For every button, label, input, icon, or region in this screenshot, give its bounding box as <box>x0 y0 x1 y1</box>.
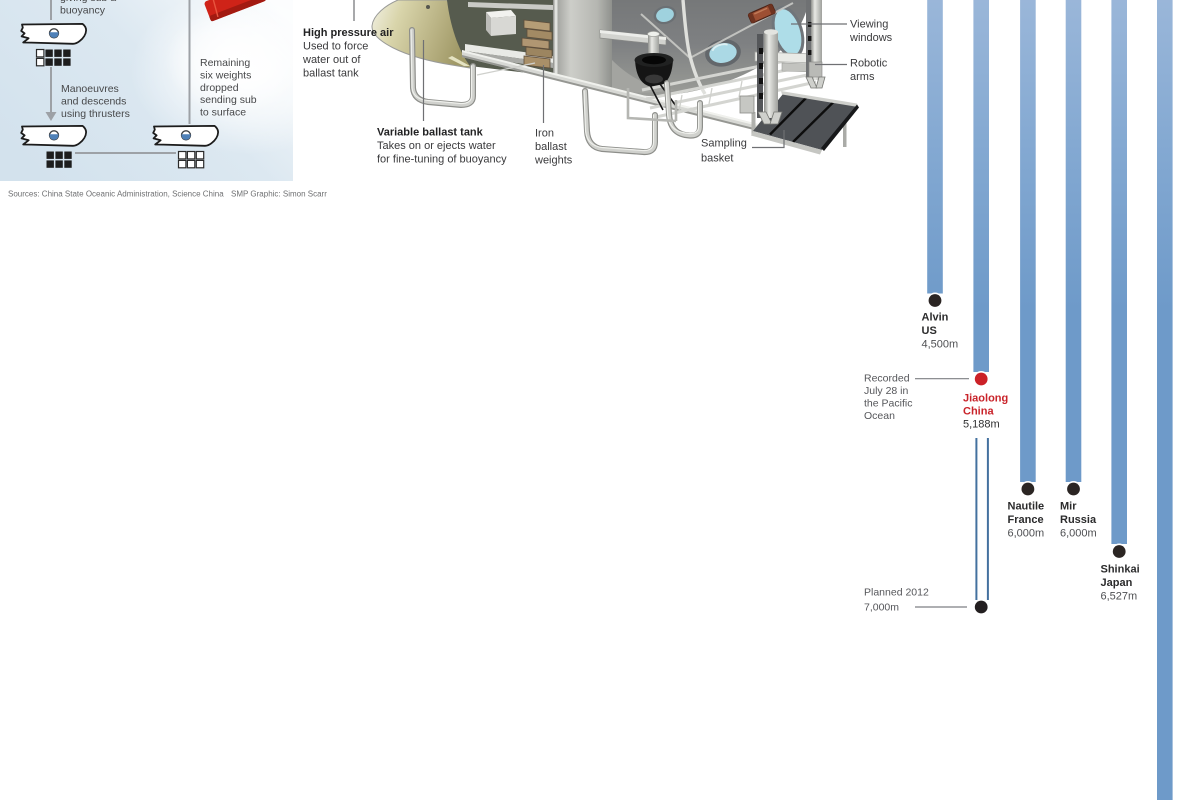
svg-text:US: US <box>922 325 937 337</box>
svg-text:giving sub a: giving sub a <box>60 0 116 4</box>
svg-text:Jiaolong: Jiaolong <box>963 393 1008 405</box>
svg-text:Takes on or ejects water: Takes on or ejects water <box>377 140 496 152</box>
svg-text:Sampling: Sampling <box>701 138 747 150</box>
svg-text:buoyancy: buoyancy <box>60 5 106 17</box>
svg-text:High pressure air: High pressure air <box>303 27 394 39</box>
svg-text:Shinkai: Shinkai <box>1101 564 1140 576</box>
svg-text:France: France <box>1008 514 1044 526</box>
svg-text:water out of: water out of <box>302 54 361 66</box>
svg-text:6,000m: 6,000m <box>1008 528 1045 540</box>
svg-text:Alvin: Alvin <box>922 312 949 324</box>
svg-text:Viewing: Viewing <box>850 19 888 31</box>
svg-text:7,000m: 7,000m <box>864 602 899 614</box>
svg-text:China: China <box>963 406 994 418</box>
svg-text:July 28 in: July 28 in <box>864 385 909 397</box>
svg-text:to surface: to surface <box>200 107 246 119</box>
svg-text:Planned 2012: Planned 2012 <box>864 587 929 599</box>
svg-text:six weights: six weights <box>200 69 251 81</box>
svg-text:6,000m: 6,000m <box>1060 528 1097 540</box>
svg-text:Russia: Russia <box>1060 514 1097 526</box>
svg-text:ballast: ballast <box>535 141 567 153</box>
svg-text:for fine-tuning of buoyancy: for fine-tuning of buoyancy <box>377 154 507 166</box>
svg-text:Iron: Iron <box>535 128 554 140</box>
svg-text:Recorded: Recorded <box>864 373 910 385</box>
svg-text:Japan: Japan <box>1101 577 1133 589</box>
svg-text:Sources: China State Oceanic A: Sources: China State Oceanic Administrat… <box>8 190 224 199</box>
svg-text:5,188m: 5,188m <box>963 419 1000 431</box>
svg-text:4,500m: 4,500m <box>922 339 959 351</box>
svg-text:dropped: dropped <box>200 82 239 94</box>
svg-text:Remaining: Remaining <box>200 57 250 69</box>
svg-text:SMP Graphic: Simon Scarr: SMP Graphic: Simon Scarr <box>231 190 327 199</box>
svg-text:basket: basket <box>701 153 733 165</box>
svg-text:6,527m: 6,527m <box>1101 591 1138 603</box>
svg-text:windows: windows <box>849 32 893 44</box>
svg-text:Variable ballast tank: Variable ballast tank <box>377 127 484 139</box>
svg-text:and descends: and descends <box>61 96 126 108</box>
svg-text:Manoeuvres: Manoeuvres <box>61 83 119 95</box>
svg-text:arms: arms <box>850 71 875 83</box>
svg-text:ballast tank: ballast tank <box>303 68 359 80</box>
svg-text:the Pacific: the Pacific <box>864 398 912 410</box>
svg-text:Mir: Mir <box>1060 501 1077 513</box>
svg-text:Ocean: Ocean <box>864 410 895 422</box>
svg-text:sending sub: sending sub <box>200 94 257 106</box>
svg-text:Robotic: Robotic <box>850 58 888 70</box>
svg-text:weights: weights <box>534 155 573 167</box>
svg-text:Nautile: Nautile <box>1008 501 1045 513</box>
svg-text:using thrusters: using thrusters <box>61 108 130 120</box>
svg-text:Used to force: Used to force <box>303 41 368 53</box>
